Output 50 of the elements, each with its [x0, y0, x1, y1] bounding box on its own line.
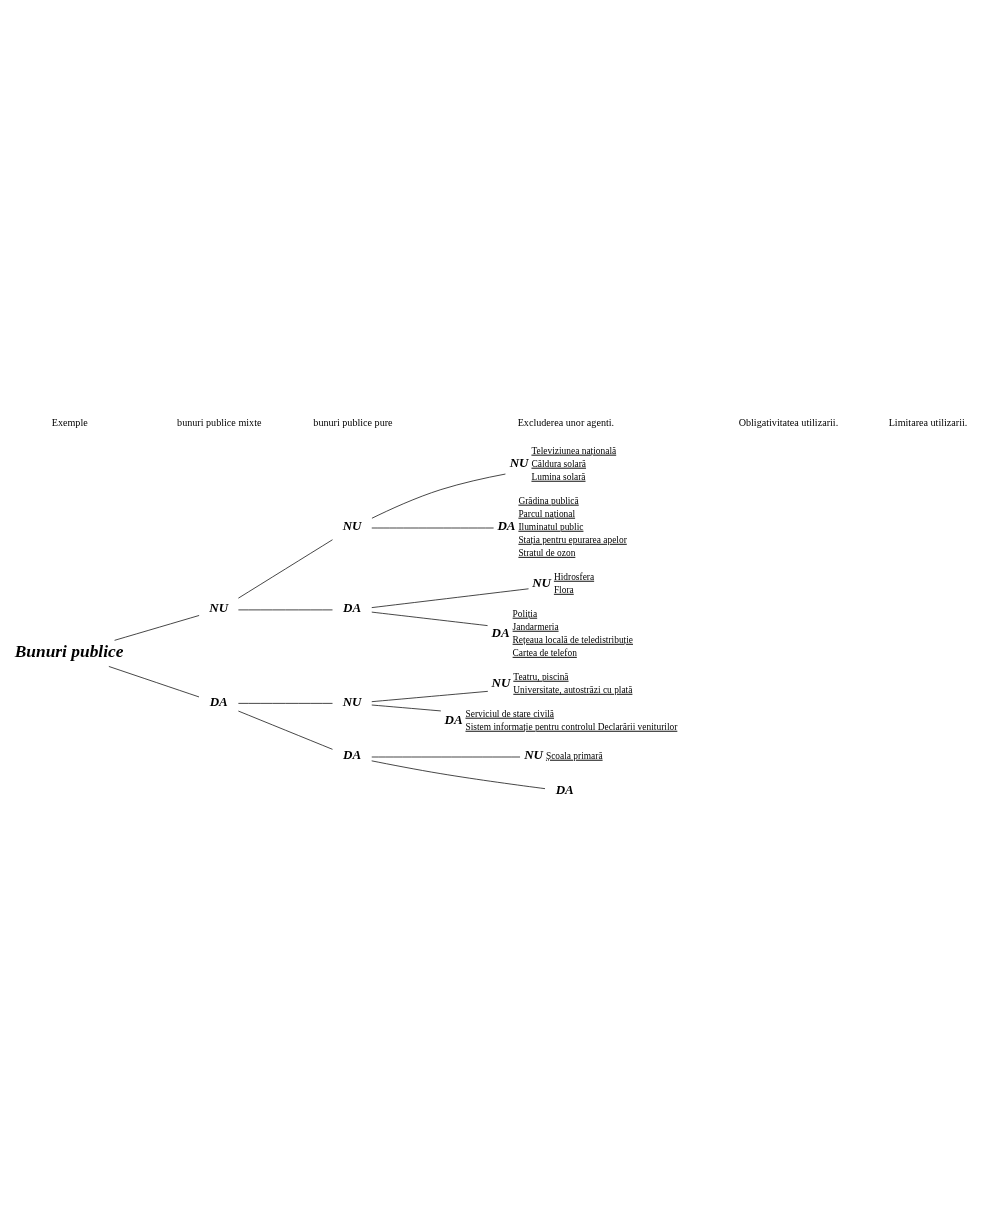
- node-label: Stația pentru epurarea apelor: [518, 534, 627, 545]
- connector: [371, 704, 442, 712]
- label: Excluderea unor agenti.: [517, 416, 615, 428]
- node-text: NU: [342, 518, 362, 534]
- connector: [114, 615, 200, 641]
- node-label: Universitate, autostrăzi cu plată: [513, 684, 633, 695]
- node-label: Serviciul de stare civilă: [465, 708, 555, 719]
- label: bunuri publice pure: [313, 416, 393, 428]
- connector: [371, 690, 489, 703]
- node-text: DA: [491, 625, 510, 640]
- connector: [371, 588, 529, 608]
- node-text: NU: [209, 600, 229, 616]
- connector: [371, 611, 488, 626]
- node-label: Lumina solară: [531, 471, 586, 482]
- node-label: Sistem informație pentru controlul Declarării veniturilor: [465, 721, 678, 732]
- node-label: Iluminatul public: [518, 521, 584, 532]
- node-label: Rețeaua locală de teledistribuție: [512, 634, 634, 645]
- connector: [238, 710, 333, 750]
- node-label: Școala primară: [545, 750, 603, 761]
- connector: [371, 473, 506, 519]
- node-text: DA: [343, 747, 362, 763]
- node-text: DA: [497, 518, 516, 534]
- node-text: DA: [209, 693, 228, 709]
- node-text: DA: [555, 781, 574, 797]
- label: bunuri publice mixte: [177, 416, 262, 428]
- node-label: Cartea de telefon: [512, 647, 577, 658]
- node-label: Hidrosfera: [553, 571, 595, 582]
- node-text: Bunuri publice: [14, 642, 124, 662]
- node-label: Jandarmeria: [512, 621, 559, 632]
- node-text: DA: [343, 600, 362, 616]
- node-label: Grădina publică: [518, 495, 579, 506]
- node-label: Teatru, piscină: [513, 671, 569, 682]
- node-text: NU: [532, 575, 551, 590]
- node-label: Parcul național: [518, 508, 576, 519]
- node-label: Stratul de ozon: [518, 547, 576, 558]
- label: Obligativitatea utilizarii.: [738, 416, 839, 428]
- connector: [371, 760, 546, 789]
- node-text: NU: [509, 455, 529, 471]
- node-text: DA: [444, 711, 463, 727]
- node-label: Căldura solară: [531, 458, 587, 469]
- node-label: Televiziunea națională: [531, 445, 617, 456]
- node-text: NU: [524, 747, 544, 763]
- label: Exemple: [51, 416, 88, 428]
- connector: [238, 539, 333, 599]
- node-text: NU: [342, 693, 362, 709]
- node-label: Flora: [553, 584, 574, 595]
- node-label: Poliția: [512, 608, 538, 619]
- node-text: NU: [491, 675, 511, 690]
- label: Limitarea utilizarii.: [888, 416, 968, 428]
- connector: [108, 666, 200, 698]
